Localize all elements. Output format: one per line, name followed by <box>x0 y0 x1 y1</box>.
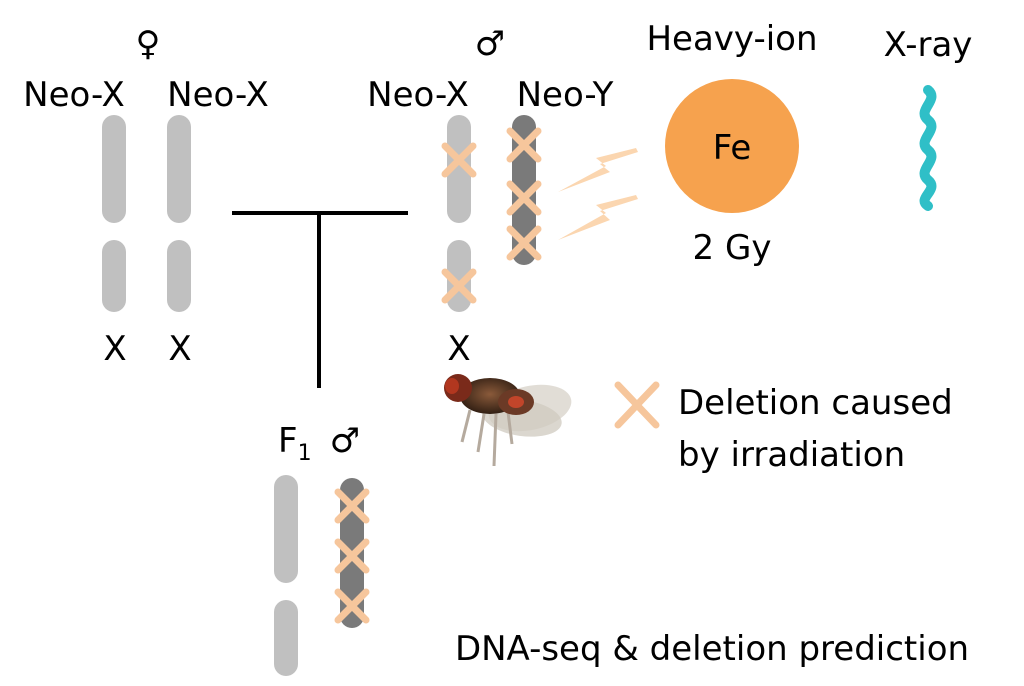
female-x-label-1: X <box>103 329 126 369</box>
male-neo-x-chromosome <box>445 115 473 312</box>
male-neo-y-label: Neo-Y <box>517 75 614 115</box>
male-neo-y-chromosome <box>510 115 538 265</box>
legend-deletion-line-2: by irradiation <box>678 435 905 475</box>
legend-cross-stroke-2 <box>614 381 660 429</box>
caption: DNA-seq & deletion prediction <box>455 629 969 669</box>
xray-wave-icon <box>919 85 937 211</box>
f1-neo-y-chromosome <box>338 478 366 628</box>
iron-ion-circle <box>665 79 799 213</box>
f1-x-arm <box>274 600 298 676</box>
female-symbol: ♀ <box>136 24 161 64</box>
iron-ion-label: Fe <box>713 128 752 168</box>
female-chromosome-2 <box>167 115 191 312</box>
female-x-label-2: X <box>168 329 191 369</box>
female-neo-x-label-1: Neo-X <box>23 75 125 115</box>
female-neo-arm-2 <box>167 115 191 223</box>
male-neo-x-arm <box>447 115 471 223</box>
f1-label-subscript: 1 <box>298 441 312 466</box>
male-neo-x-label: Neo-X <box>367 75 469 115</box>
fly-image <box>444 374 572 467</box>
female-neo-x-label-2: Neo-X <box>167 75 269 115</box>
male-x-label: X <box>447 329 470 369</box>
legend-deletion-line-1: Deletion caused <box>678 383 953 423</box>
dose-label: 2 Gy <box>693 228 772 268</box>
lightning-bolt-icon <box>558 148 638 192</box>
female-x-arm-2 <box>167 240 191 312</box>
f1-neo-x-arm <box>274 475 298 583</box>
heavy-ion-label: Heavy-ion <box>646 19 817 59</box>
f1-label-base: F <box>278 421 298 461</box>
f1-label: F1 <box>278 421 312 466</box>
f1-neo-x-chromosome <box>274 475 298 676</box>
female-chromosome-1 <box>102 115 126 312</box>
legend-deletion: Deletion caused by irradiation <box>614 381 953 475</box>
lightning-bolt-icon <box>558 195 638 240</box>
male-symbol: ♂ <box>475 24 505 64</box>
female-x-arm-1 <box>102 240 126 312</box>
female-neo-arm-1 <box>102 115 126 223</box>
cross-connector <box>232 211 408 388</box>
xray-label: X-ray <box>884 25 973 65</box>
f1-male-symbol: ♂ <box>330 421 360 461</box>
